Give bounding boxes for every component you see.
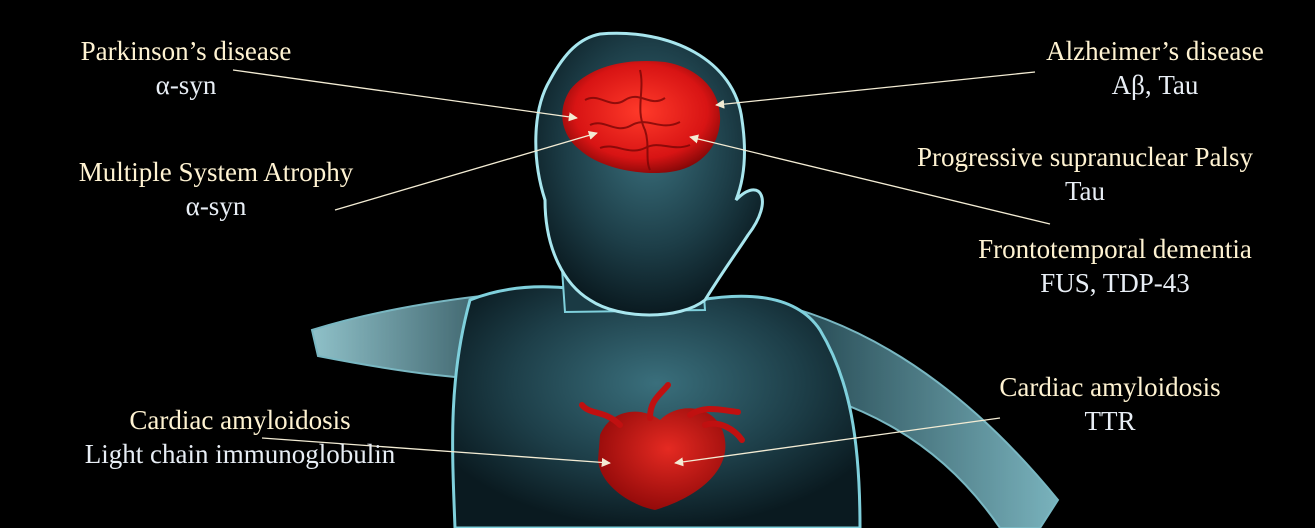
disease-name: Cardiac amyloidosis (30, 403, 450, 437)
label-msa: Multiple System Atrophy α-syn (36, 155, 396, 223)
disease-name: Cardiac amyloidosis (960, 370, 1260, 404)
protein-name: Aβ, Tau (1005, 68, 1305, 102)
label-cardiac-al: Cardiac amyloidosis Light chain immunogl… (30, 403, 450, 471)
label-psp: Progressive supranuclear Palsy Tau (865, 140, 1305, 208)
label-parkinsons: Parkinson’s disease α-syn (36, 34, 336, 102)
disease-name: Parkinson’s disease (36, 34, 336, 68)
label-cardiac-ttr: Cardiac amyloidosis TTR (960, 370, 1260, 438)
label-ftd: Frontotemporal dementia FUS, TDP-43 (940, 232, 1290, 300)
protein-name: Tau (865, 174, 1305, 208)
protein-name: TTR (960, 404, 1260, 438)
disease-name: Progressive supranuclear Palsy (865, 140, 1305, 174)
protein-name: α-syn (36, 68, 336, 102)
disease-name: Alzheimer’s disease (1005, 34, 1305, 68)
protein-name: FUS, TDP-43 (940, 266, 1290, 300)
protein-name: α-syn (36, 189, 396, 223)
protein-name: Light chain immunoglobulin (30, 437, 450, 471)
disease-name: Frontotemporal dementia (940, 232, 1290, 266)
pointer-alzheimers (716, 72, 1035, 105)
label-alzheimers: Alzheimer’s disease Aβ, Tau (1005, 34, 1305, 102)
disease-name: Multiple System Atrophy (36, 155, 396, 189)
